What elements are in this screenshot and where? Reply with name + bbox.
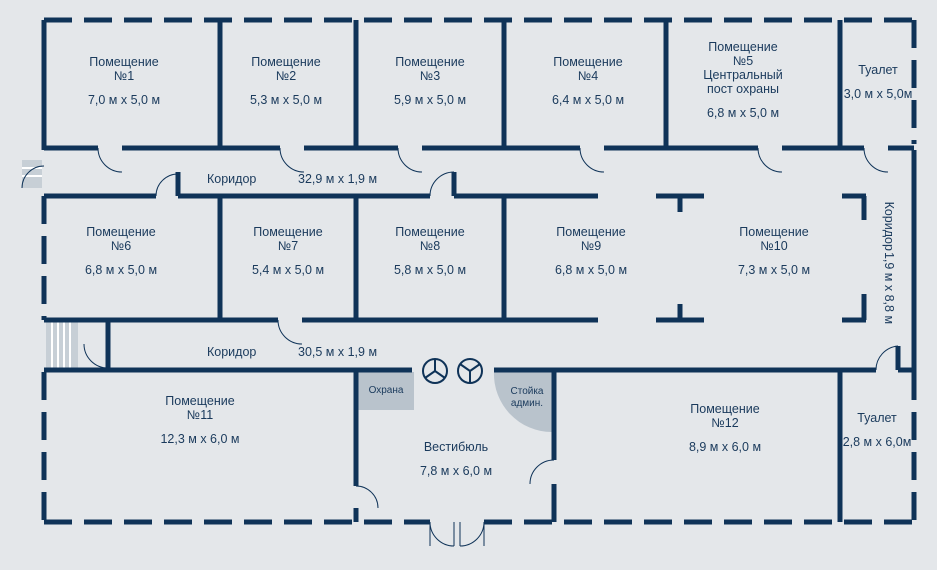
room-number: №8 (419, 239, 441, 253)
stairs-left-entrance (21, 160, 45, 189)
room-size: 6,8 м х 5,0 м (84, 263, 158, 277)
lobby-label: Вестибюль 7,8 м х 6,0 м (404, 440, 508, 478)
room-number: №9 (580, 239, 602, 253)
room-size: 12,3 м х 6,0 м (160, 432, 240, 446)
room-size: 6,8 м х 5,0 м (706, 106, 780, 120)
svg-text:Коридор 1,9 м х 8,8 м: Коридор 1,9 м х 8,8 м (882, 202, 896, 324)
room-3-label: Помещение №3 5,9 м х 5,0 м (380, 55, 480, 107)
corridor-top-label: Коридор (207, 172, 256, 186)
corridor-right-label: Коридор 1,9 м х 8,8 м (882, 202, 896, 324)
room-size: 5,8 м х 5,0 м (393, 263, 467, 277)
corridor-name: Коридор (207, 172, 257, 186)
room-number: №4 (577, 69, 599, 83)
room-name: Помещение (395, 225, 465, 239)
door-swings (83, 147, 899, 547)
admin-desk-label: Стойка админ. (510, 386, 544, 409)
security-booth (358, 372, 414, 410)
room-size: 3,0 м х 5,0м (843, 87, 913, 101)
room-size: 8,9 м х 6,0 м (688, 440, 762, 454)
corridor-name: Коридор (207, 345, 257, 359)
stairs-bottom-left (46, 320, 78, 368)
room-name: Вестибюль (423, 440, 489, 454)
room-name: Помещение (86, 225, 156, 239)
corridor-size: 30,5 м х 1,9 м (298, 345, 378, 359)
walls (41, 17, 917, 525)
room-size: 6,8 м х 5,0 м (554, 263, 628, 277)
corridor-size: 32,9 м х 1,9 м (298, 172, 378, 186)
room-extra: пост охраны (706, 82, 780, 96)
room-size: 2,8 м х 6,0м (842, 435, 912, 449)
corridor-right-name: Коридор (882, 202, 896, 251)
room-8-label: Помещение №8 5,8 м х 5,0 м (380, 225, 480, 277)
room-size: 5,3 м х 5,0 м (249, 93, 323, 107)
room-number: №5 (732, 54, 754, 68)
room-name: Помещение (251, 55, 321, 69)
room-number: №3 (419, 69, 441, 83)
room-size: 5,4 м х 5,0 м (251, 263, 325, 277)
admin-desk (493, 372, 552, 432)
room-7-label: Помещение №7 5,4 м х 5,0 м (238, 225, 338, 277)
room-9-label: Помещение №9 6,8 м х 5,0 м (541, 225, 641, 277)
corridor-mid-size: 30,5 м х 1,9 м (298, 345, 377, 359)
room-name: Помещение (739, 225, 809, 239)
room-extra: Центральный (703, 68, 783, 82)
room-12-label: Помещение №12 8,9 м х 6,0 м (675, 402, 775, 454)
room-name: Помещение (553, 55, 623, 69)
room-name: Помещение (395, 55, 465, 69)
room-name: Помещение (89, 55, 159, 69)
room-number: №10 (760, 239, 788, 253)
room-size: 5,9 м х 5,0 м (393, 93, 467, 107)
revolving-door-icon (457, 358, 483, 384)
room-size: 7,3 м х 5,0 м (737, 263, 811, 277)
room-size: 6,4 м х 5,0 м (551, 93, 625, 107)
security-label: Охрана (368, 385, 404, 396)
room-10-label: Помещение №10 7,3 м х 5,0 м (724, 225, 824, 277)
room-size: 7,8 м х 6,0 м (419, 464, 493, 478)
room-name: Помещение (690, 402, 760, 416)
room-name: Помещение (165, 394, 235, 408)
room-name: Туалет (858, 63, 898, 77)
room-size: 7,0 м х 5,0 м (87, 93, 161, 107)
corridor-mid-label: Коридор (207, 345, 256, 359)
room-name: Помещение (253, 225, 323, 239)
revolving-door-icon (422, 358, 448, 384)
toilet-top-label: Туалет 3,0 м х 5,0м (842, 63, 914, 101)
room-number: №12 (711, 416, 739, 430)
room-number: №7 (277, 239, 299, 253)
room-1-label: Помещение №1 7,0 м х 5,0 м (74, 55, 174, 107)
room-5-label: Помещение №5 Центральный пост охраны 6,8… (693, 40, 793, 120)
room-name: Туалет (857, 411, 897, 425)
room-6-label: Помещение №6 6,8 м х 5,0 м (71, 225, 171, 277)
corridor-right-size: 1,9 м х 8,8 м (882, 252, 896, 324)
room-number: №2 (275, 69, 297, 83)
room-number: №6 (110, 239, 132, 253)
room-4-label: Помещение №4 6,4 м х 5,0 м (538, 55, 638, 107)
room-name: Помещение (556, 225, 626, 239)
toilet-bottom-label: Туалет 2,8 м х 6,0м (841, 411, 913, 449)
room-name: Помещение (708, 40, 778, 54)
room-11-label: Помещение №11 12,3 м х 6,0 м (150, 394, 250, 446)
room-number: №1 (113, 69, 135, 83)
room-number: №11 (186, 408, 214, 422)
corridor-top-size: 32,9 м х 1,9 м (298, 172, 377, 186)
room-2-label: Помещение №2 5,3 м х 5,0 м (236, 55, 336, 107)
